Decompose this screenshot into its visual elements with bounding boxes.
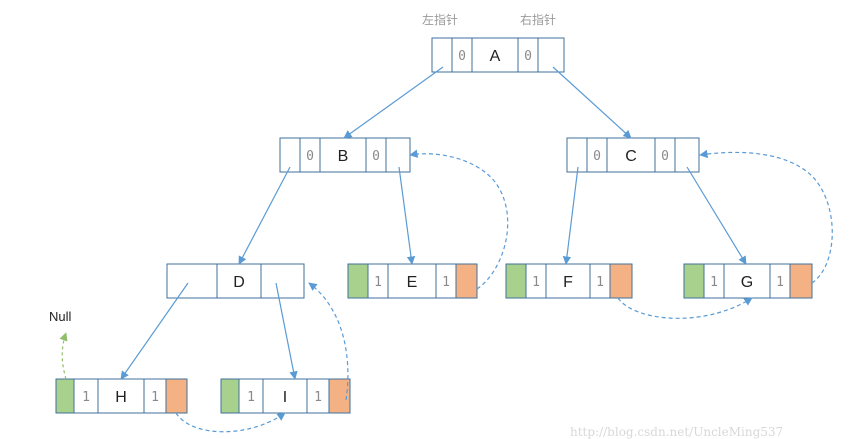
thread-h-to-i <box>175 412 286 433</box>
node-i-rtag: 1 <box>314 390 322 405</box>
node-g-letter: G <box>741 274 753 291</box>
node-c-ltag: 0 <box>593 149 601 164</box>
edge-c-f <box>562 166 579 265</box>
node-i-ltag: 1 <box>247 390 255 405</box>
node-h-letter: H <box>115 389 127 406</box>
edge-c-g <box>686 166 747 265</box>
node-e-rtag: 1 <box>442 275 450 290</box>
node-a-letter: A <box>490 48 501 65</box>
node-c: 0 C 0 <box>566 137 700 173</box>
node-h: 1 H 1 <box>55 378 188 414</box>
node-b-rtag: 0 <box>372 149 380 164</box>
right-pointer-label: 右指针 <box>520 12 556 27</box>
node-b-letter: B <box>338 148 349 165</box>
node-a: 0 A 0 <box>431 37 565 73</box>
edge-d-h <box>120 282 189 380</box>
node-e-ltag: 1 <box>374 275 382 290</box>
node-f-ltag: 1 <box>532 275 540 290</box>
null-label: Null <box>49 309 72 324</box>
thread-i-to-d <box>308 282 349 401</box>
node-e: 1 E 1 <box>347 263 478 299</box>
node-h-rtag: 1 <box>151 390 159 405</box>
node-f-letter: F <box>563 274 573 291</box>
node-g-ltag: 1 <box>710 275 718 290</box>
node-d: D <box>166 263 305 299</box>
node-f: 1 F 1 <box>505 263 633 299</box>
node-c-letter: C <box>625 148 637 165</box>
thread-h-to-null <box>59 332 68 380</box>
thread-g-to-c <box>699 149 833 284</box>
node-b: 0 B 0 <box>279 137 411 173</box>
node-e-letter: E <box>407 274 418 291</box>
thread-f-to-g <box>617 297 753 319</box>
edge-b-d <box>238 166 291 265</box>
node-a-rtag: 0 <box>524 49 532 64</box>
node-g-rtag: 1 <box>776 275 784 290</box>
node-d-letter: D <box>233 274 245 291</box>
node-b-ltag: 0 <box>306 149 314 164</box>
node-g: 1 G 1 <box>683 263 813 299</box>
edge-b-e <box>398 166 416 265</box>
edge-a-b <box>343 66 444 139</box>
node-h-ltag: 1 <box>82 390 90 405</box>
edge-a-c <box>552 66 632 139</box>
node-i-letter: I <box>283 389 287 406</box>
node-i: 1 I 1 <box>220 378 351 414</box>
left-pointer-label: 左指针 <box>422 12 458 27</box>
edge-d-i <box>275 282 298 380</box>
node-a-ltag: 0 <box>458 49 466 64</box>
node-c-rtag: 0 <box>661 149 669 164</box>
node-f-rtag: 1 <box>596 275 604 290</box>
thread-e-to-b <box>409 149 509 290</box>
watermark: http://blog.csdn.net/UncleMing537 <box>570 425 783 439</box>
